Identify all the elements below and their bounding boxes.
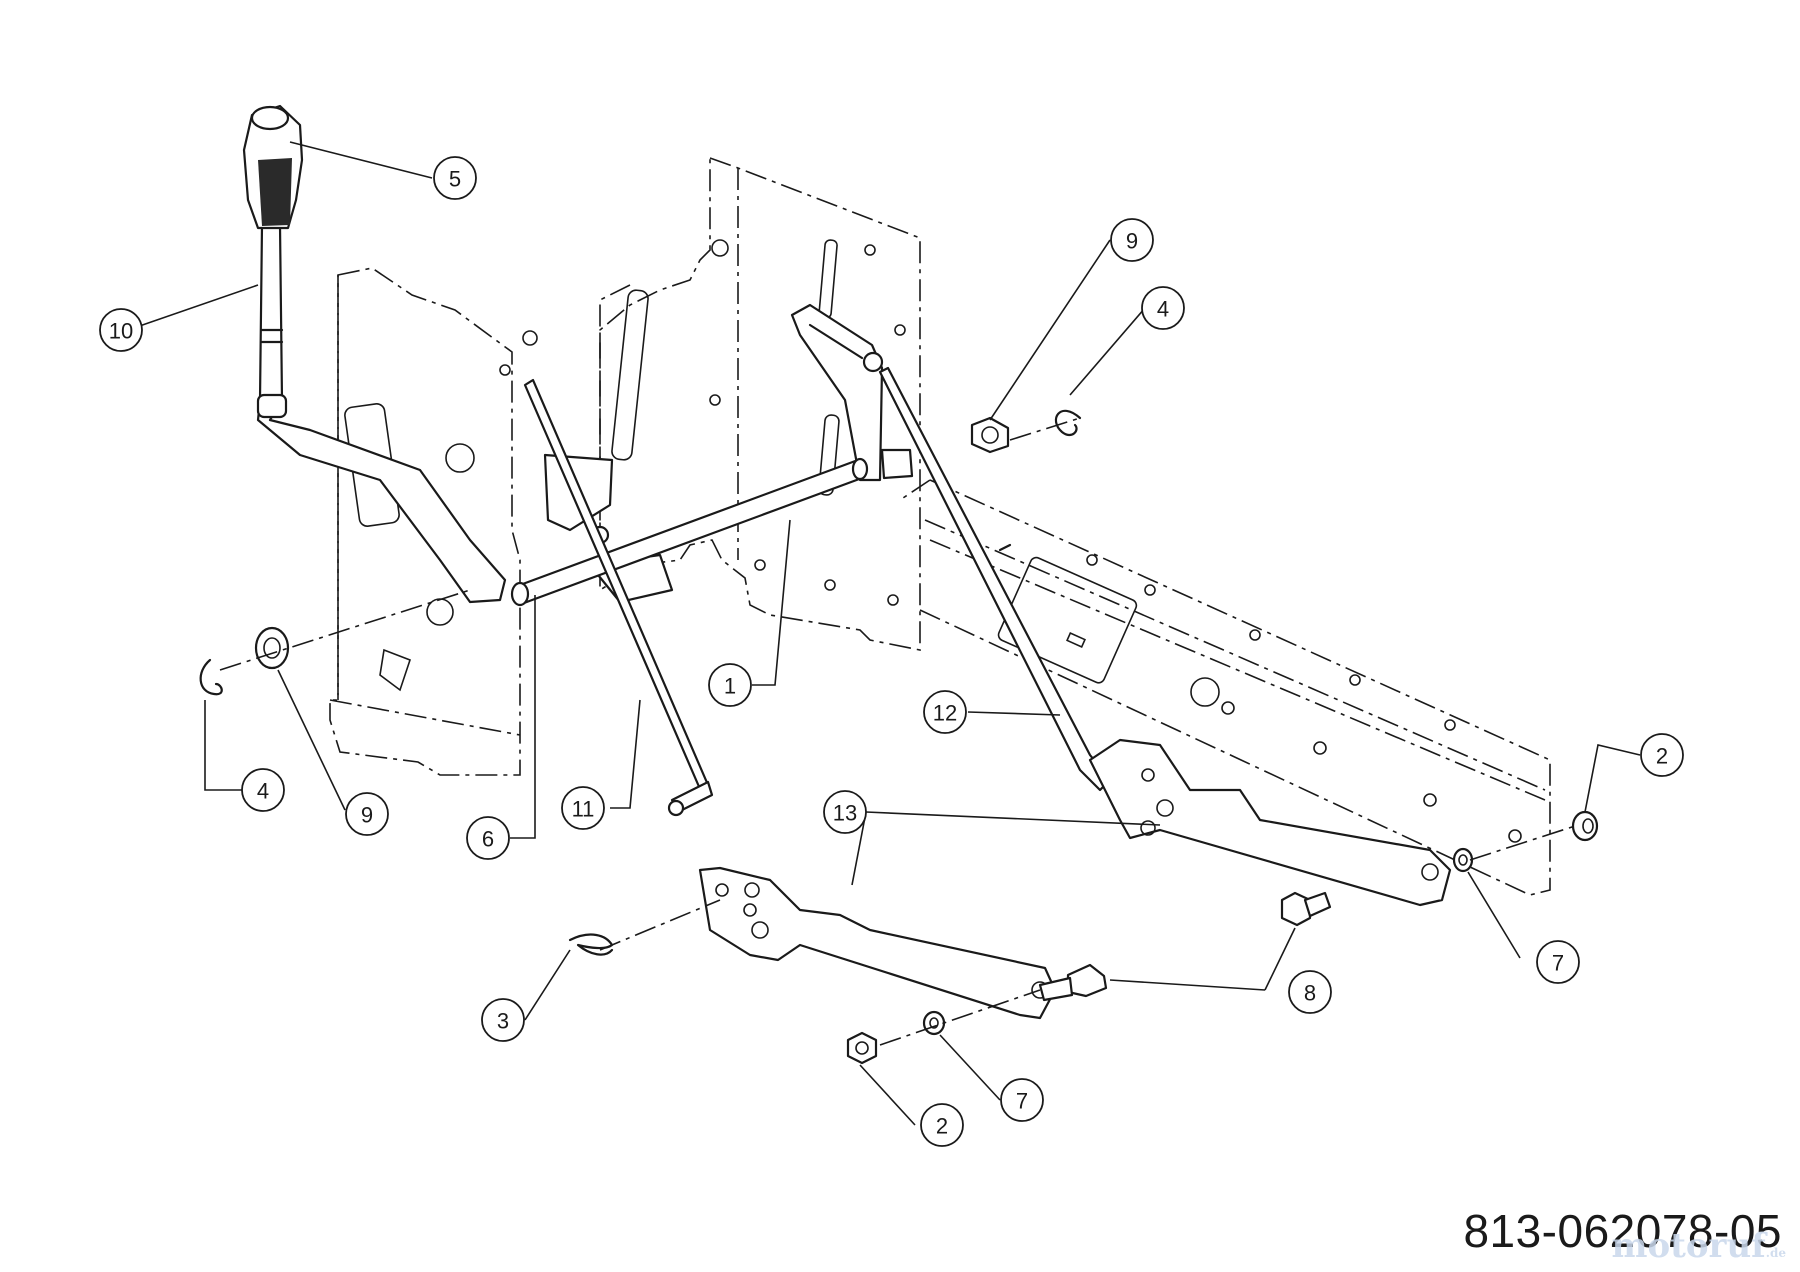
leader-13-lower (851, 811, 867, 886)
leader-2-lower (859, 1064, 916, 1126)
callout-3: 3 (481, 998, 525, 1042)
callout-label: 7 (1552, 951, 1564, 976)
leader-10 (127, 284, 259, 331)
drawing-part-number: 813-062078-05 (1463, 1205, 1782, 1257)
callout-2-lower: 2 (920, 1103, 964, 1147)
leader-1 (752, 519, 791, 686)
leader-6 (510, 595, 536, 839)
leader-3 (524, 949, 571, 1021)
frame-rail (899, 479, 1551, 896)
leader-8-upper (1264, 927, 1296, 991)
callout-label: 3 (497, 1009, 509, 1034)
callout-4-left: 4 (241, 768, 285, 812)
callout-label: 2 (1656, 744, 1668, 769)
callout-label: 5 (449, 167, 461, 192)
callout-label: 8 (1304, 981, 1316, 1006)
leader-7-right (1467, 871, 1521, 959)
leader-11 (610, 699, 641, 809)
callout-8: 8 (1288, 970, 1332, 1014)
leader-lines (127, 141, 1641, 1126)
link-plate-upper (1088, 738, 1452, 907)
callout-11: 11 (561, 786, 605, 830)
lift-arm-bracket (790, 303, 914, 482)
callout-label: 9 (361, 803, 373, 828)
callout-label: 4 (1157, 297, 1169, 322)
leader-8-lower (1109, 979, 1266, 991)
callout-1: 1 (708, 663, 752, 707)
watermark-logo: motoruf.de (1612, 1226, 1787, 1266)
shift-rod (523, 378, 714, 817)
callout-6: 6 (466, 816, 510, 860)
link-plate-lower (698, 866, 1057, 1020)
callout-12: 12 (923, 690, 967, 734)
shift-lever (256, 223, 507, 604)
watermark-suffix: .de (1765, 1246, 1786, 1260)
callout-10: 10 (99, 308, 143, 352)
callout-7-lower: 7 (1000, 1078, 1044, 1122)
leader-4-right (1069, 307, 1146, 396)
leader-12 (967, 711, 1061, 716)
callout-5: 5 (433, 156, 477, 200)
callout-2-right: 2 (1640, 733, 1684, 777)
callout-label: 12 (933, 701, 957, 726)
callout-label: 9 (1126, 229, 1138, 254)
leader-7-lower (939, 1034, 1001, 1101)
callout-9-left: 9 (345, 792, 389, 836)
callout-label: 7 (1016, 1089, 1028, 1114)
leader-5 (289, 141, 433, 179)
callout-label: 10 (109, 319, 133, 344)
lever-knob (242, 104, 304, 230)
leader-13-upper (865, 811, 1161, 826)
callout-9-right: 9 (1110, 218, 1154, 262)
assembly-centerlines (219, 417, 1576, 1046)
callout-label: 13 (833, 801, 857, 826)
watermark-text: motoruf (1611, 1226, 1766, 1266)
callout-label: 4 (257, 779, 269, 804)
callout-label: 11 (572, 797, 595, 822)
callout-13: 13 (823, 790, 867, 834)
leader-9-right (989, 239, 1111, 421)
callout-4-right: 4 (1141, 286, 1185, 330)
callout-label: 1 (724, 674, 736, 699)
callout-label: 2 (936, 1114, 948, 1139)
callout-7-right: 7 (1536, 940, 1580, 984)
leader-9-left (277, 669, 346, 811)
callout-label: 6 (482, 827, 494, 852)
leader-2-right (1584, 744, 1641, 813)
